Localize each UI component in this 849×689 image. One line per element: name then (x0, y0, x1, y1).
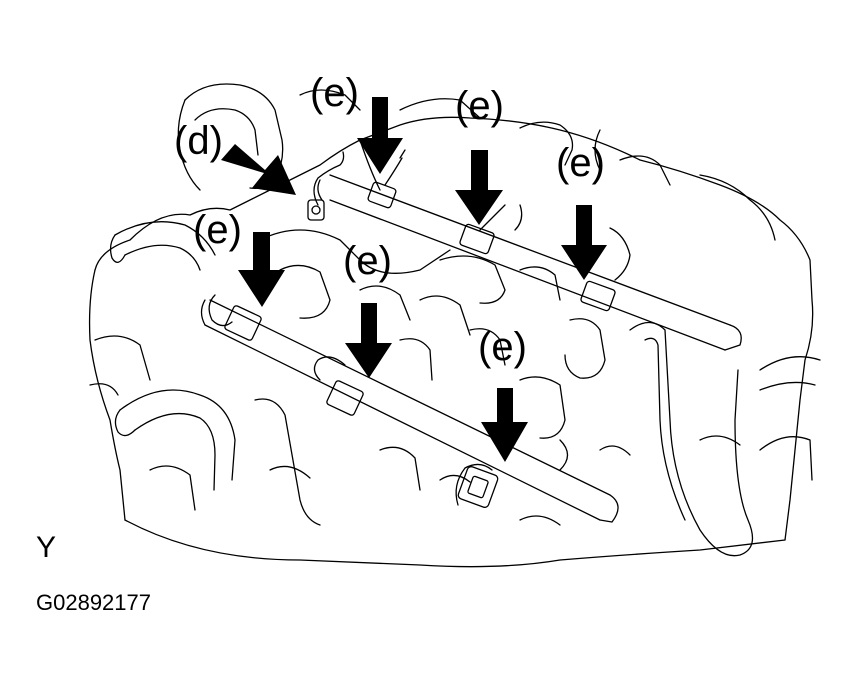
figure-code: G02892177 (36, 590, 151, 615)
callout-e-label: (e) (310, 71, 359, 115)
connector-e1 (367, 181, 397, 209)
connector-e4 (224, 305, 262, 341)
pointer-arrow-e5 (345, 303, 392, 378)
connector-e6 (457, 466, 499, 508)
pointer-arrow-e4 (238, 232, 285, 307)
pointer-arrow-d (221, 144, 296, 195)
engine-outline (94, 116, 814, 541)
wire-d (313, 151, 345, 206)
connector-e2 (459, 223, 495, 255)
connector-e5 (326, 380, 364, 416)
callout-d-label: (d) (174, 119, 223, 163)
view-letter: Y (36, 531, 57, 564)
pointer-arrow-e1 (357, 97, 403, 174)
connector-e3 (580, 280, 616, 312)
callout-e-label: (e) (556, 141, 605, 185)
callout-e-label: (e) (193, 208, 242, 252)
rear-fuel-rail (329, 174, 731, 326)
pointer-arrow-e3 (561, 205, 607, 280)
front-fuel-rail (209, 299, 611, 496)
pointer-arrow-e2 (455, 150, 503, 225)
connector-d (307, 199, 325, 221)
callout-e-label: (e) (478, 325, 527, 369)
pointer-arrow-e6 (481, 388, 528, 462)
callout-e-label: (e) (455, 84, 504, 128)
callout-e-label: (e) (343, 239, 392, 283)
